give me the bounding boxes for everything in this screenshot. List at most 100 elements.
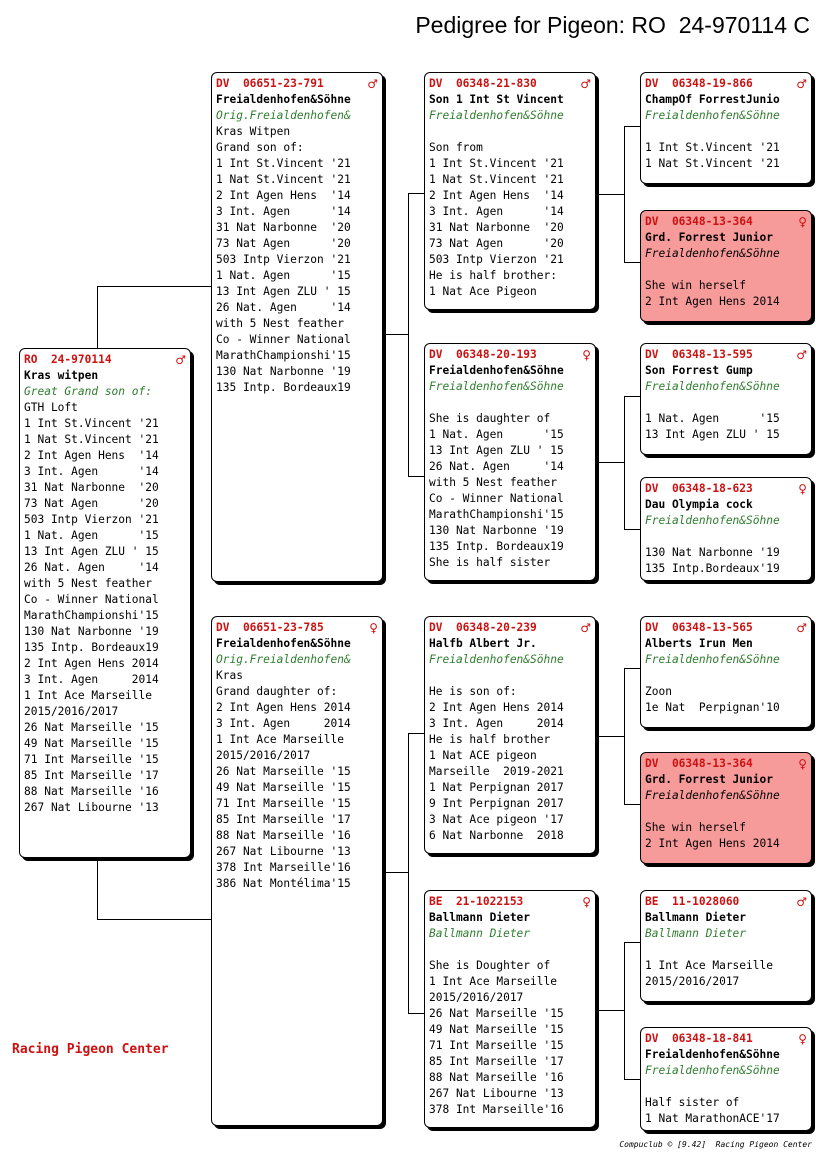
info-line: Grand son of: xyxy=(216,141,304,154)
info-line: He is son of: xyxy=(429,685,517,698)
pigeon-name: Grd. Forrest Junior xyxy=(645,231,773,244)
breeder-name: Orig.Freialdenhofen& xyxy=(216,653,351,666)
info-line: 1 Nat St.Vincent '21 xyxy=(429,173,564,186)
info-line xyxy=(429,942,591,958)
info-line: Zoon xyxy=(645,685,672,698)
info-line: MarathChampionshi'15 xyxy=(429,508,564,521)
info-line: 49 Nat Marseille '15 xyxy=(24,737,159,750)
male-icon: ♂ xyxy=(367,77,378,91)
info-line: 71 Int Marseille '15 xyxy=(24,753,159,766)
info-line: 503 Intp Vierzon '21 xyxy=(216,253,351,266)
male-icon: ♂ xyxy=(580,77,591,91)
breeder-name: Orig.Freialdenhofen& xyxy=(216,109,351,122)
ring-number: DV 06348-18-841♀ xyxy=(645,1032,807,1046)
info-line: 267 Nat Libourne '13 xyxy=(216,845,351,858)
info-line: 6 Nat Narbonne 2018 xyxy=(429,829,564,842)
connector-line xyxy=(408,733,424,734)
breeder-name: Freialdenhofen&Söhne xyxy=(429,380,564,393)
info-line: 1e Nat Perpignan'10 xyxy=(645,701,780,714)
info-line xyxy=(645,1079,807,1095)
ring-number: RO 24-970114♂ xyxy=(24,353,186,367)
pigeon-name: Halfb Albert Jr. xyxy=(429,637,537,650)
ring-number: DV 06348-18-623♀ xyxy=(645,482,807,496)
info-line: 88 Nat Marseille '16 xyxy=(429,1071,564,1084)
connector-line xyxy=(97,286,211,287)
info-line: 2015/2016/2017 xyxy=(216,749,311,762)
info-line: 1 Nat Ace Pigeon xyxy=(429,285,537,298)
connector-line xyxy=(624,126,640,127)
info-line: 88 Nat Marseille '16 xyxy=(24,785,159,798)
pigeon-name: Ballmann Dieter xyxy=(645,911,747,924)
info-line: 13 Int Agen ZLU ' 15 xyxy=(429,444,564,457)
ring-number: DV 06348-13-565♂ xyxy=(645,621,807,635)
info-line xyxy=(645,668,807,684)
ring-number: DV 06348-13-364♀ xyxy=(645,757,807,771)
info-line: 71 Int Marseille '15 xyxy=(216,797,351,810)
info-line: 85 Int Marseille '17 xyxy=(216,813,351,826)
info-line: 2 Int Agen Hens 2014 xyxy=(429,701,564,714)
connector-line xyxy=(596,1010,624,1011)
info-line: 267 Nat Libourne '13 xyxy=(24,801,159,814)
pigeon-name: Ballmann Dieter xyxy=(429,911,531,924)
info-line: 49 Nat Marseille '15 xyxy=(429,1023,564,1036)
info-line: 2 Int Agen Hens 2014 xyxy=(216,701,351,714)
pigeon-name: Kras witpen xyxy=(24,369,99,382)
info-line: 3 Int. Agen '14 xyxy=(216,205,351,218)
breeder-name: Freialdenhofen&Söhne xyxy=(645,247,780,260)
connector-line xyxy=(596,462,624,463)
breeder-name: Freialdenhofen&Söhne xyxy=(645,380,780,393)
info-line: 73 Nat Agen '20 xyxy=(216,237,351,250)
pigeon-name: Dau Olympia cock xyxy=(645,498,753,511)
ring-number: DV 06348-20-239♂ xyxy=(429,621,591,635)
connector-line xyxy=(624,396,640,397)
connector-line xyxy=(408,476,424,477)
info-line: Son from xyxy=(429,141,483,154)
connector-line xyxy=(624,942,640,943)
info-line: 3 Int. Agen 2014 xyxy=(24,673,159,686)
info-line: with 5 Nest feather xyxy=(24,577,152,590)
info-line: 130 Nat Narbonne '19 xyxy=(216,365,351,378)
info-line: 13 Int Agen ZLU ' 15 xyxy=(645,428,780,441)
info-line xyxy=(645,262,807,278)
connector-line xyxy=(624,262,640,263)
male-icon: ♂ xyxy=(580,621,591,635)
pigeon-name: ChampOf ForrestJunio xyxy=(645,93,780,106)
info-line: Kras Witpen xyxy=(216,125,291,138)
info-line: 31 Nat Narbonne '20 xyxy=(429,221,564,234)
male-icon: ♂ xyxy=(175,353,186,367)
info-line xyxy=(429,124,591,140)
female-icon: ♀ xyxy=(582,895,591,909)
info-line: Half sister of xyxy=(645,1096,740,1109)
info-line: 49 Nat Marseille '15 xyxy=(216,781,351,794)
connector-line xyxy=(97,286,98,348)
info-line: 3 Int. Agen 2014 xyxy=(429,717,564,730)
connector-line xyxy=(97,919,211,920)
connector-line xyxy=(624,668,625,804)
female-icon: ♀ xyxy=(582,348,591,362)
info-line: 9 Int Perpignan 2017 xyxy=(429,797,564,810)
info-line: 3 Int. Agen 2014 xyxy=(216,717,351,730)
pigeon-name: Alberts Irun Men xyxy=(645,637,753,650)
info-line: 267 Nat Libourne '13 xyxy=(429,1087,564,1100)
ring-number: DV 06348-13-364♀ xyxy=(645,215,807,229)
info-line: 1 Int St.Vincent '21 xyxy=(429,157,564,170)
info-line: 135 Intp. Bordeaux19 xyxy=(429,540,564,553)
connector-line xyxy=(624,396,625,529)
info-line: 1 Int Ace Marseille xyxy=(429,975,557,988)
info-line: 73 Nat Agen '20 xyxy=(24,497,159,510)
info-line: She is daughter of xyxy=(429,412,551,425)
info-line: 1 Nat. Agen '15 xyxy=(24,529,159,542)
info-line: 85 Int Marseille '17 xyxy=(24,769,159,782)
info-line: 130 Nat Narbonne '19 xyxy=(645,546,780,559)
info-line: 378 Int Marseille'16 xyxy=(216,861,351,874)
info-line: 3 Nat Ace pigeon '17 xyxy=(429,813,564,826)
male-icon: ♂ xyxy=(796,77,807,91)
